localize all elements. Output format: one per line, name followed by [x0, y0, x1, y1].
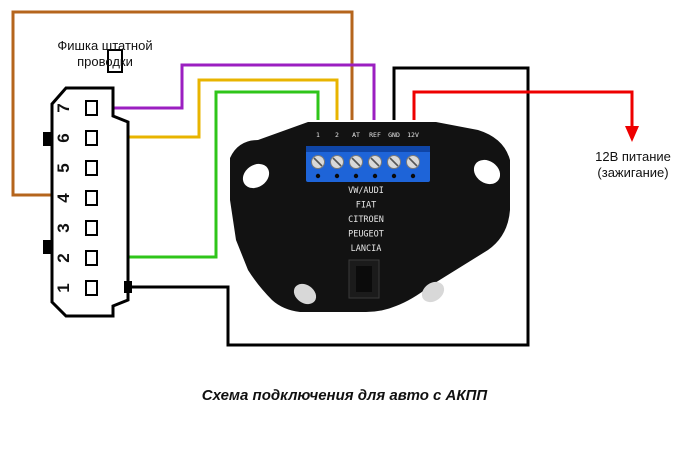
pin-socket-2: [85, 250, 98, 266]
screw-slot: [351, 157, 361, 167]
connector-pins: 7 6 5 4 3 2 1: [54, 100, 98, 296]
power-label-line2: (зажигание): [597, 165, 669, 180]
terminal-hole: [334, 173, 340, 179]
black-wire: [94, 66, 530, 347]
terminal-hole: [410, 173, 416, 179]
pin-socket-3: [85, 220, 98, 236]
terminal-label-ref: REF: [369, 131, 381, 139]
pin-3: 3: [54, 220, 98, 236]
terminal-ref: REF: [368, 131, 382, 179]
pin-number-1: 1: [54, 283, 73, 292]
pin-socket-4: [85, 190, 98, 206]
pin-number-2: 2: [54, 253, 73, 262]
pin-2: 2: [54, 250, 98, 266]
brand-3: PEUGEOT: [348, 230, 384, 240]
screw-slot: [370, 157, 380, 167]
pin-number-4: 4: [54, 193, 73, 203]
connector-plug: 7 6 5 4 3 2 1: [43, 49, 132, 318]
terminal-at: AT: [349, 131, 363, 179]
pin-1: 1: [54, 280, 98, 296]
terminal-hole: [391, 173, 397, 179]
brand-list: VW/AUDI FIAT CITROEN PEUGEOT LANCIA: [348, 186, 384, 254]
terminal-hole: [353, 173, 359, 179]
terminal-label-12v: 12V: [407, 131, 419, 139]
terminal-12v: 12V: [406, 131, 420, 179]
pin-number-5: 5: [54, 163, 73, 172]
mount-hole-bottom-left: [293, 283, 317, 305]
module-body: [230, 122, 510, 312]
brand-4: LANCIA: [351, 244, 382, 254]
mount-hole-left: [242, 163, 270, 189]
sensor-chip: [356, 266, 372, 292]
connector-title: Фишка штатной проводки: [30, 38, 180, 70]
brand-1: FIAT: [356, 201, 376, 211]
power-arrow-icon: [625, 126, 639, 142]
purple-wire: [94, 63, 376, 120]
pin-number-7: 7: [54, 103, 73, 112]
screw-slot: [389, 157, 399, 167]
pin-6: 6: [54, 130, 98, 146]
pin-4: 4: [54, 190, 98, 206]
connector-title-line1: Фишка штатной: [57, 38, 153, 53]
connector-notch-bottom: [43, 240, 52, 254]
mount-hole-bottom-right: [421, 281, 445, 303]
terminal-label-2: 2: [335, 131, 339, 139]
terminal-screws: 1 2 AT REF GND 12V: [311, 131, 420, 179]
screw-slot: [408, 157, 418, 167]
brand-2: CITROEN: [348, 215, 384, 225]
screw-slot: [313, 157, 323, 167]
diagram-caption: Схема подключения для авто с АКПП: [201, 387, 488, 404]
pin-socket-5: [85, 160, 98, 176]
pin-7: 7: [54, 100, 98, 116]
terminal-label-gnd: GND: [388, 131, 400, 139]
terminal-block-top: [306, 146, 430, 152]
green-wire: [94, 90, 320, 259]
terminal-label-1: 1: [316, 131, 320, 139]
yellow-wire: [94, 78, 339, 139]
connector-title-line2: проводки: [77, 54, 133, 69]
terminal-hole: [372, 173, 378, 179]
screw-slot: [332, 157, 342, 167]
pin-number-6: 6: [54, 133, 73, 142]
terminal-2: 2: [330, 131, 344, 179]
brand-0: VW/AUDI: [348, 186, 384, 196]
connector-notch-top: [43, 132, 52, 146]
brown-wire: [11, 10, 354, 197]
terminal-label-at: AT: [352, 131, 360, 139]
pin-socket-7: [85, 100, 98, 116]
power-label-line1: 12В питание: [595, 149, 671, 164]
terminal-hole: [315, 173, 321, 179]
red-wire: [412, 90, 634, 128]
connector-latch: [107, 49, 123, 73]
terminal-1: 1: [311, 131, 325, 179]
pin-socket-1: [85, 280, 98, 296]
module-board: 1 2 AT REF GND 12V VW/AUDI FIAT CITROEN PEUGEOT L…: [230, 122, 510, 312]
terminal-gnd: GND: [387, 131, 401, 179]
pin-number-3: 3: [54, 223, 73, 232]
pin-5: 5: [54, 160, 98, 176]
power-label: 12В питание (зажигание): [578, 149, 688, 181]
mount-hole-right: [473, 159, 501, 185]
wires: [11, 10, 639, 347]
pin-socket-6: [85, 130, 98, 146]
connector-notch-right: [124, 281, 132, 293]
